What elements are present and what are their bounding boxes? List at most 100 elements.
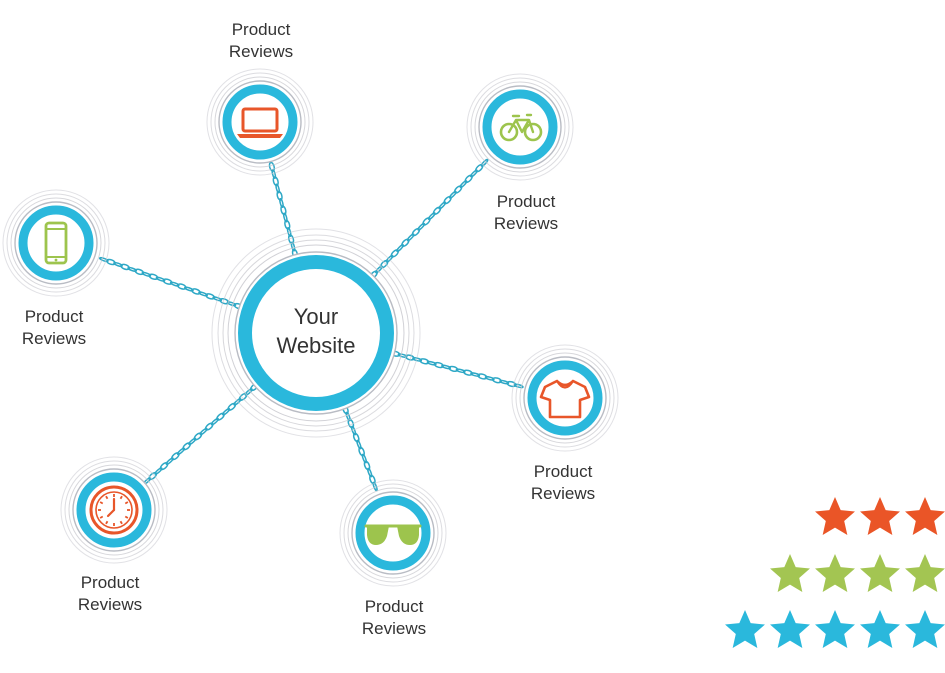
chain-link — [244, 388, 253, 396]
halo-ring — [211, 228, 421, 438]
chain-link — [397, 353, 408, 358]
halo-ring — [511, 344, 619, 452]
center-label-line1: Your — [293, 304, 339, 329]
chain-link — [363, 460, 371, 471]
chain-link — [105, 258, 116, 266]
chain-link — [345, 411, 351, 422]
chain-link — [268, 161, 276, 172]
chain-link — [385, 254, 394, 263]
node-watch — [60, 456, 168, 564]
node-label-line1: Product — [533, 462, 593, 481]
node-label-bicycle: Product Reviews — [446, 191, 606, 235]
star-icon — [905, 610, 945, 648]
chain-link — [282, 212, 288, 223]
chain-link — [499, 379, 510, 385]
sunglasses-icon — [364, 524, 422, 545]
halo-ring — [64, 460, 164, 560]
node-label-line2: Reviews — [530, 484, 596, 503]
chain-link — [427, 212, 436, 221]
halo-ring — [519, 352, 611, 444]
chain-link — [422, 217, 431, 226]
chain-link — [448, 190, 457, 199]
chain-link — [183, 286, 194, 292]
halo-ring — [210, 72, 310, 172]
chain-link — [484, 375, 495, 381]
star-icon — [770, 554, 810, 592]
chain-link — [134, 268, 145, 276]
chain-laptop — [268, 161, 299, 259]
halo-ring — [515, 348, 615, 448]
chain-link — [113, 261, 123, 268]
chain-link — [375, 265, 383, 274]
center-node — [211, 228, 421, 438]
chain-link — [210, 417, 219, 426]
chain-link — [191, 288, 201, 295]
chain-link — [290, 241, 296, 252]
chain-link — [279, 197, 284, 209]
chain-link — [154, 467, 163, 475]
chain-link — [165, 457, 174, 465]
chain-link — [462, 369, 473, 376]
product-nodes — [2, 68, 619, 587]
halo-ring — [466, 73, 574, 181]
chain-link — [182, 442, 191, 451]
node-tshirt — [511, 344, 619, 452]
halo-ring — [6, 193, 106, 293]
node-label-line1: Product — [80, 573, 140, 592]
chain-link — [438, 201, 447, 210]
chain-link — [193, 432, 203, 441]
halo-ring — [206, 68, 314, 176]
halo-ring — [222, 239, 410, 427]
rating-row-4 — [770, 554, 945, 592]
halo-ring — [60, 456, 168, 564]
chain-link — [367, 467, 373, 478]
chain-link — [216, 412, 225, 421]
chain-link — [198, 291, 209, 297]
chain-link — [272, 176, 279, 187]
chain-link — [148, 471, 158, 481]
laptop-icon — [237, 107, 283, 138]
node-label-tshirt: Product Reviews — [483, 461, 643, 505]
watch-icon — [89, 485, 139, 535]
star-icon — [815, 497, 855, 535]
halo-ring — [217, 234, 415, 432]
chain-tshirt — [390, 350, 524, 389]
chain-link — [284, 219, 291, 230]
star-icon — [905, 497, 945, 535]
chain-link — [390, 249, 400, 258]
chain-link — [419, 358, 430, 365]
chain-link — [396, 244, 405, 253]
star-ratings — [725, 497, 945, 648]
chain-link — [98, 256, 109, 263]
star-icon — [860, 554, 900, 592]
chain-link — [227, 402, 237, 411]
center-label-line2: Website — [276, 333, 356, 358]
node-label-line2: Reviews — [77, 595, 143, 614]
chain-link — [159, 462, 169, 471]
chain-sunglasses — [342, 404, 378, 492]
chain-link — [464, 174, 473, 184]
chain-link — [470, 169, 478, 178]
chain-link — [417, 222, 426, 231]
chain-link — [170, 452, 180, 461]
halo-ring — [347, 487, 439, 579]
chain-link — [162, 278, 173, 285]
chain-link — [475, 163, 484, 173]
chain-link — [411, 227, 421, 237]
chain-link — [205, 293, 216, 300]
halo-ring — [474, 81, 566, 173]
node-phone — [2, 189, 110, 297]
chain-link — [433, 361, 444, 369]
chain-link — [401, 238, 410, 247]
phone-icon — [44, 221, 68, 265]
star-icon — [860, 497, 900, 535]
chain-link — [453, 185, 463, 194]
node-label-laptop: Product Reviews — [181, 19, 341, 63]
node-label-line2: Reviews — [21, 329, 87, 348]
chain-link — [459, 180, 468, 189]
star-icon — [815, 554, 855, 592]
node-sunglasses — [339, 479, 447, 587]
chain-link — [280, 205, 287, 216]
halo-ring — [343, 483, 443, 583]
node-label-watch: Product Reviews — [30, 572, 190, 616]
